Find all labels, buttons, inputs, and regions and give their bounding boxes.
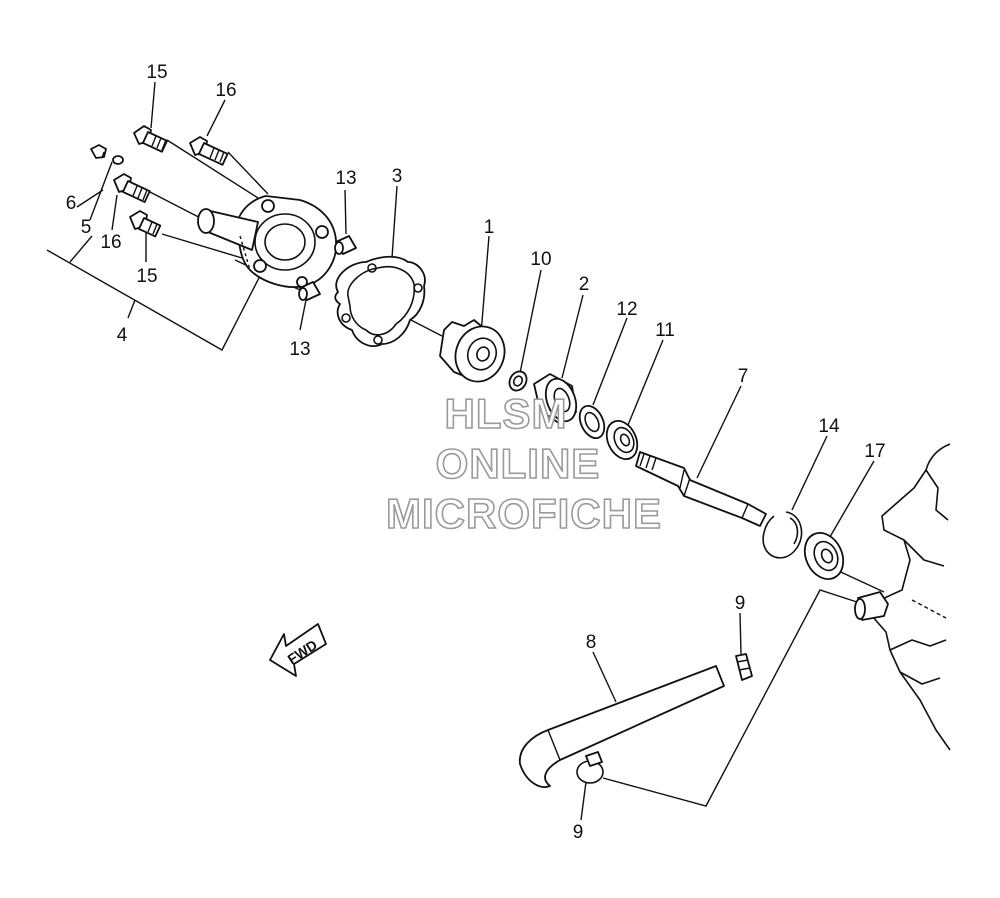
callout-13: 13 <box>335 168 356 189</box>
callout-15: 15 <box>136 266 157 287</box>
callout-numbers: 15 16 6 5 16 15 4 13 3 13 1 10 2 12 11 7… <box>66 62 886 843</box>
bolt-15-bottom <box>129 210 162 238</box>
callout-16: 16 <box>100 232 121 253</box>
callout-3: 3 <box>392 166 403 187</box>
forward-direction-arrow: FWD <box>269 623 327 677</box>
water-hose-8 <box>519 665 725 788</box>
mechanical-seal-2 <box>533 373 578 425</box>
callout-6: 6 <box>66 193 77 214</box>
dowel-pin-13-upper <box>334 235 357 255</box>
callout-16: 16 <box>215 80 236 101</box>
impeller-shaft-7 <box>635 451 767 527</box>
callout-12: 12 <box>616 299 637 320</box>
bolt-15-top <box>133 125 168 153</box>
callout-9: 9 <box>735 593 746 614</box>
crankcase-section <box>854 443 951 751</box>
impeller-1 <box>439 319 506 383</box>
watermark-line-1: HLSM <box>445 390 568 437</box>
callout-9: 9 <box>573 822 584 843</box>
bolt-16-mid <box>113 173 151 203</box>
callout-14: 14 <box>818 416 840 437</box>
bearing-17 <box>803 532 845 580</box>
callout-10: 10 <box>530 249 551 270</box>
washer-10 <box>508 370 528 392</box>
callout-7: 7 <box>738 366 749 387</box>
callout-5: 5 <box>81 217 92 238</box>
callout-1: 1 <box>484 217 495 238</box>
callout-2: 2 <box>579 274 590 295</box>
dowel-pin-13-lower <box>298 281 321 301</box>
callout-13: 13 <box>289 339 310 360</box>
bolt-6 <box>90 144 107 159</box>
bearing-11 <box>605 420 639 460</box>
oil-seal-12 <box>578 405 606 439</box>
callout-4: 4 <box>117 325 128 346</box>
hose-clamp-9-upper <box>735 653 753 681</box>
circlip-14 <box>762 511 803 559</box>
callout-15: 15 <box>146 62 167 83</box>
watermark-line-2: ONLINE <box>436 440 601 487</box>
pump-housing <box>197 195 337 288</box>
watermark: HLSM ONLINE MICROFICHE <box>385 389 662 538</box>
bolt-16-top <box>189 136 229 166</box>
watermark-line-3: MICROFICHE <box>386 490 662 537</box>
callout-17: 17 <box>864 441 885 462</box>
callout-11: 11 <box>655 320 675 341</box>
hose-clamp-9-lower <box>576 751 604 784</box>
gasket-3 <box>334 255 426 347</box>
washer-5 <box>112 155 124 165</box>
callout-8: 8 <box>586 632 597 653</box>
